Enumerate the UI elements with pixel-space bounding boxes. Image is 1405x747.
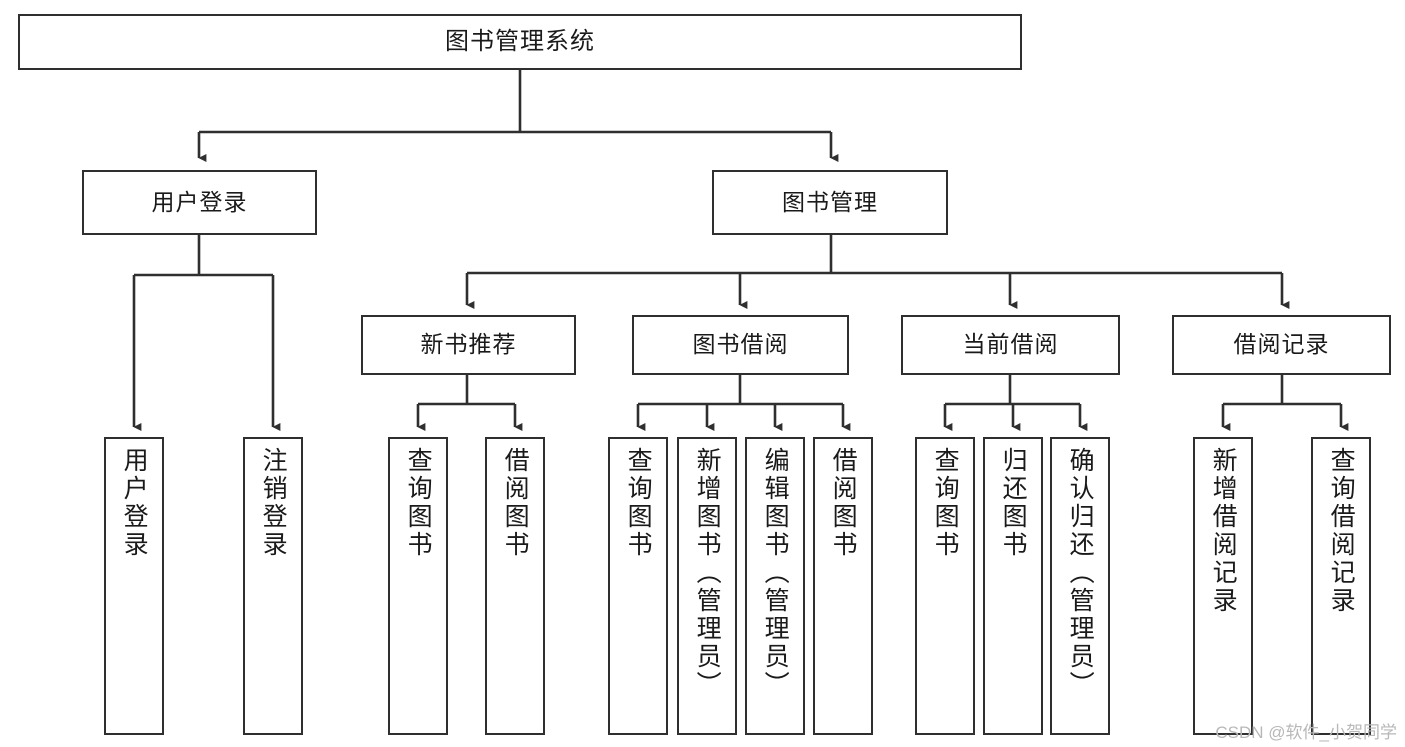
- node-current-borrow[interactable]: 当前借阅: [901, 315, 1120, 375]
- node-label: 查询图书: [931, 447, 960, 559]
- node-leaf-query-book-3[interactable]: 查询图书: [915, 437, 975, 735]
- node-label: 当前借阅: [962, 331, 1059, 358]
- node-root-book-management-system[interactable]: 图书管理系统: [18, 14, 1022, 70]
- node-label: 图书管理: [782, 188, 878, 215]
- node-label: 借阅记录: [1233, 331, 1330, 358]
- node-label: 注销登录: [259, 447, 288, 559]
- node-label: 编辑图书（管理员）: [761, 447, 790, 699]
- node-label: 查询借阅记录: [1327, 447, 1356, 615]
- node-label: 用户登录: [120, 447, 149, 559]
- node-leaf-return-book[interactable]: 归还图书: [983, 437, 1043, 735]
- node-leaf-edit-book-admin[interactable]: 编辑图书（管理员）: [745, 437, 805, 735]
- node-new-book-recommend[interactable]: 新书推荐: [361, 315, 576, 375]
- node-label: 图书管理系统: [445, 27, 595, 55]
- node-label: 用户登录: [151, 188, 248, 215]
- node-leaf-add-borrow-record[interactable]: 新增借阅记录: [1193, 437, 1253, 735]
- node-book-borrow[interactable]: 图书借阅: [632, 315, 849, 375]
- node-label: 确认归还（管理员）: [1066, 447, 1095, 699]
- node-label: 新书推荐: [420, 331, 517, 358]
- node-label: 查询图书: [624, 447, 653, 559]
- node-leaf-query-borrow-record[interactable]: 查询借阅记录: [1311, 437, 1371, 735]
- node-leaf-confirm-return-admin[interactable]: 确认归还（管理员）: [1050, 437, 1110, 735]
- node-label: 新增图书（管理员）: [693, 447, 722, 699]
- node-label: 查询图书: [404, 447, 433, 559]
- node-label: 借阅图书: [501, 447, 530, 559]
- node-label: 图书借阅: [692, 331, 789, 358]
- node-leaf-query-book-2[interactable]: 查询图书: [608, 437, 668, 735]
- node-label: 借阅图书: [829, 447, 858, 559]
- node-user-login[interactable]: 用户登录: [82, 170, 317, 235]
- node-label: 归还图书: [999, 447, 1028, 559]
- node-leaf-logout-login[interactable]: 注销登录: [243, 437, 303, 735]
- node-book-management[interactable]: 图书管理: [712, 170, 948, 235]
- node-leaf-borrow-book-2[interactable]: 借阅图书: [813, 437, 873, 735]
- node-leaf-user-login[interactable]: 用户登录: [104, 437, 164, 735]
- watermark-text: CSDN @软件_小贺同学: [1215, 723, 1397, 742]
- node-leaf-add-book-admin[interactable]: 新增图书（管理员）: [677, 437, 737, 735]
- node-borrow-record[interactable]: 借阅记录: [1172, 315, 1391, 375]
- node-leaf-query-book-1[interactable]: 查询图书: [388, 437, 448, 735]
- node-label: 新增借阅记录: [1209, 447, 1238, 615]
- node-leaf-borrow-book-1[interactable]: 借阅图书: [485, 437, 545, 735]
